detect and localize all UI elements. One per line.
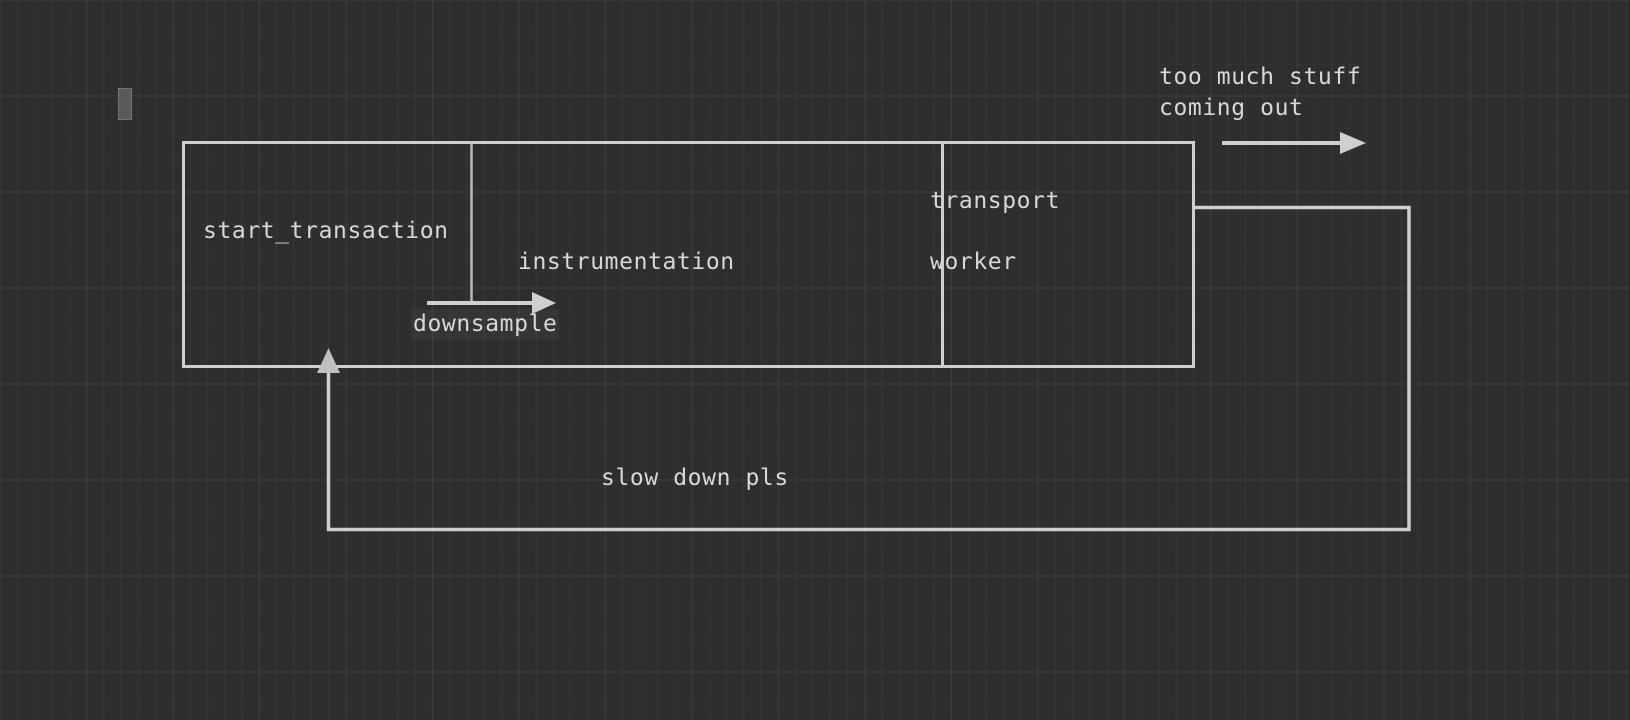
downsample-label: downsample xyxy=(411,309,559,340)
downsample-arrowhead xyxy=(532,292,556,314)
coming-out-label: coming out xyxy=(1159,95,1304,121)
slow-down-feedback-path[interactable] xyxy=(326,205,1411,532)
start-transaction-box[interactable] xyxy=(182,141,1195,368)
slow-down-arrowhead xyxy=(317,348,340,373)
worker-label: worker xyxy=(930,249,1017,275)
too-much-stuff-label: too much stuff xyxy=(1159,64,1362,90)
slow-down-pls-label: slow down pls xyxy=(601,465,789,491)
instrumentation-label: instrumentation xyxy=(518,249,735,275)
transport-label: transport xyxy=(930,188,1061,214)
text-caret-marker[interactable] xyxy=(118,88,132,120)
start-transaction-label: start_transaction xyxy=(203,218,449,244)
too-much-stuff-arrowhead xyxy=(1340,132,1366,154)
